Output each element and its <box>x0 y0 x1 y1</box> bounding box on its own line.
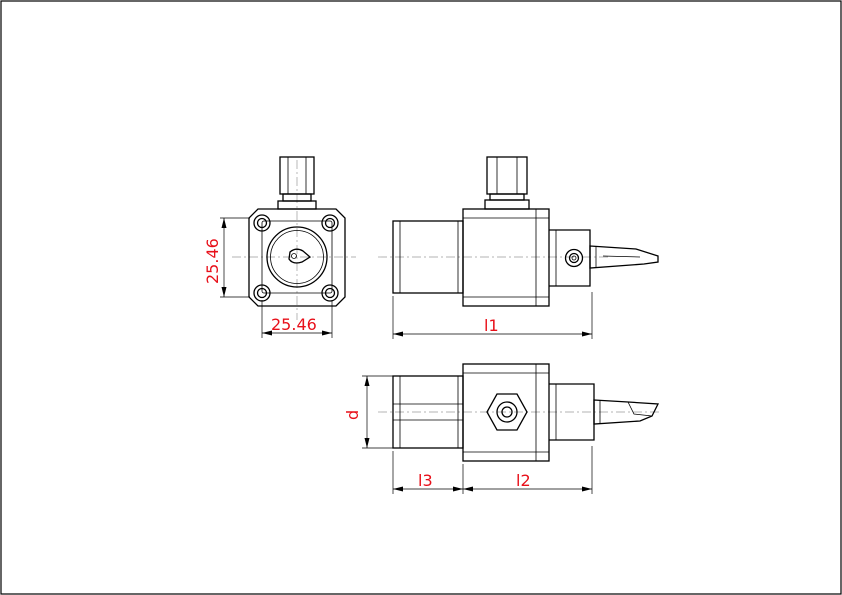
front-mounting-holes <box>253 214 339 302</box>
top-shank-length-label: l3 <box>418 471 433 490</box>
top-body <box>462 363 550 462</box>
top-diameter-dimension: d <box>343 375 395 449</box>
front-tool-tip <box>288 248 312 264</box>
top-shank-length-dimension: l3 <box>392 451 464 494</box>
front-width-dimension: 25.46 <box>261 300 333 338</box>
top-body-length-label: l2 <box>516 471 531 490</box>
top-view: d l3 l2 <box>343 363 662 494</box>
side-view: l1 <box>378 156 659 339</box>
side-boring-bar <box>589 245 659 269</box>
side-length-dimension: l1 <box>392 292 593 339</box>
front-bore-outer <box>266 226 328 288</box>
front-body-square <box>248 208 346 307</box>
side-fitting-nut <box>486 156 528 195</box>
side-length-label: l1 <box>484 316 499 335</box>
front-height-label: 25.46 <box>203 238 222 284</box>
side-clamp-screw <box>564 248 584 268</box>
top-diameter-label: d <box>343 410 362 420</box>
side-body <box>462 208 550 307</box>
top-body-length-dimension: l2 <box>463 446 593 494</box>
front-view: 25.46 25.46 <box>203 156 356 338</box>
front-width-label: 25.46 <box>271 315 317 334</box>
front-height-dimension: 25.46 <box>203 217 250 298</box>
top-hex-fitting <box>486 393 528 431</box>
